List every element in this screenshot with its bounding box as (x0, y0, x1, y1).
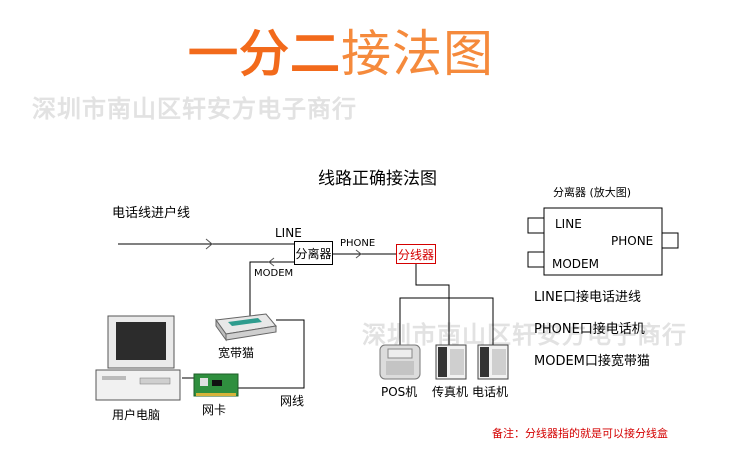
splitter-phone-label: PHONE (340, 238, 376, 249)
nic-label: 网卡 (202, 403, 227, 417)
modem-line (249, 261, 294, 318)
page-title: 一分二接法图 (188, 24, 494, 84)
network-card-icon (193, 373, 239, 397)
line-splitter-drop (415, 264, 450, 345)
legend-modem: MODEM口接宽带猫 (534, 354, 650, 369)
network-cable-line (238, 319, 305, 389)
phone-label: 电话机 (472, 385, 509, 399)
diagram-title: 线路正确接法图 (318, 169, 437, 189)
line-splitter-box: 分线器 (396, 244, 436, 264)
splitter-modem-label: MODEM (254, 268, 294, 279)
fax-label: 传真机 (432, 385, 469, 399)
incoming-line-label: 电话线进户线 (112, 206, 191, 221)
title-bold: 一分二 (188, 25, 341, 83)
arrow-incoming-icon (205, 238, 213, 250)
watermark-top: 深圳市南山区轩安方电子商行 (32, 95, 357, 123)
pos-label: POS机 (381, 385, 418, 399)
arrow-modem-icon (268, 257, 275, 267)
zoom-phone-label: PHONE (611, 234, 654, 248)
broadband-cat-icon (215, 313, 277, 342)
zoom-modem-label: MODEM (552, 257, 599, 271)
footnote: 备注：分线器指的就是可以接分线盒 (492, 427, 668, 440)
watermark-bottom: 深圳市南山区轩安方电子商行 (362, 321, 687, 349)
user-pc-label: 用户电脑 (112, 408, 161, 422)
computer-icon (95, 315, 181, 401)
broadband-cat-label: 宽带猫 (218, 346, 255, 360)
pos-icon (379, 344, 421, 380)
telephone-icon (477, 344, 509, 380)
title-light: 接法图 (341, 25, 494, 83)
splitter-box: 分离器 (294, 241, 333, 265)
zoom-line-port (527, 217, 545, 234)
zoom-splitter-graphic (527, 207, 679, 276)
network-cable-label: 网线 (280, 394, 305, 408)
fax-icon (435, 344, 467, 380)
legend-line: LINE口接电话进线 (534, 290, 642, 305)
phone-distribution (399, 297, 494, 345)
zoom-title: 分离器 (放大图) (553, 186, 632, 199)
zoom-line-label: LINE (555, 217, 582, 231)
arrow-phone-icon (355, 249, 362, 259)
splitter-line-label: LINE (275, 226, 302, 240)
zoom-phone-port (661, 232, 679, 249)
legend-phone: PHONE口接电话机 (534, 322, 645, 337)
zoom-modem-port (527, 251, 545, 268)
